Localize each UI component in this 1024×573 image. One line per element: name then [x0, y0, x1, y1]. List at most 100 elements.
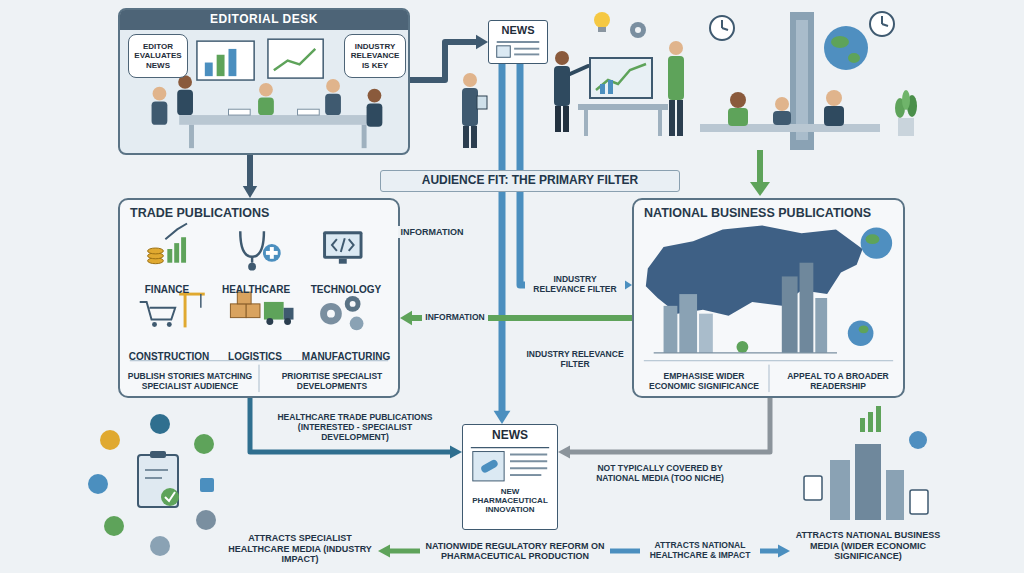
industry-category: MANUFACTURING	[296, 350, 396, 364]
industry-icons-rect	[266, 251, 278, 255]
office-scene-circle	[775, 97, 789, 111]
office-scene-rect	[677, 100, 683, 136]
connector	[378, 545, 420, 558]
office-scene-rect	[471, 126, 477, 148]
national-icon-cluster-rect	[876, 406, 881, 432]
office-scene-rect	[669, 100, 675, 136]
newspaper-art-line	[514, 48, 539, 50]
editorial-scene-polyline	[274, 49, 315, 70]
industry-category: LOGISTICS	[218, 350, 292, 364]
office-scene-rect	[728, 108, 748, 126]
editorial-scene-rect	[298, 109, 320, 115]
industry-icons-path	[240, 231, 264, 256]
outcome-text: ATTRACTS SPECIALIST HEALTHCARE MEDIA (IN…	[222, 532, 378, 566]
office-scene-circle	[826, 90, 842, 106]
editorial-scene-circle	[259, 83, 273, 97]
industry-icons-rect	[230, 304, 246, 318]
edge-label: INDUSTRY RELEVANCE FILTER	[520, 349, 630, 371]
industry-icons-line	[200, 294, 201, 308]
editorial-scene-rect	[367, 103, 383, 126]
industry-icons-line	[251, 257, 253, 263]
national-map-rect	[664, 306, 678, 353]
office-scene-rect	[477, 96, 487, 109]
office-scene	[462, 12, 917, 150]
national-map-rect	[800, 263, 814, 353]
connector	[410, 35, 488, 80]
node-heading: NEWS	[493, 24, 543, 37]
node-heading: NEWS	[467, 429, 553, 443]
editorial-scene-rect	[205, 63, 213, 77]
connector	[400, 311, 632, 325]
office-scene-rect	[824, 106, 844, 126]
industry-category: HEALTHCARE	[216, 283, 296, 297]
industry-icons-circle	[320, 303, 342, 325]
node-heading: PRIORITISE SPECIALIST DEVELOPMENTS	[269, 372, 395, 392]
industry-icons-rect	[323, 231, 362, 258]
office-scene-rect	[554, 66, 570, 106]
industry-icons-circle	[327, 310, 335, 318]
specialist-icon-cluster-circle	[150, 536, 170, 556]
office-scene-circle	[635, 27, 641, 33]
publication-panel: TRADE PUBLICATIONSFINANCEHEALTHCARETECHN…	[118, 198, 400, 398]
connector	[243, 155, 257, 198]
editorial-scene-rect	[177, 90, 193, 115]
specialist-icon-cluster-line	[145, 477, 162, 479]
office-scene-rect	[555, 106, 561, 132]
node-heading: NATIONWIDE REGULATORY REFORM ON PHARMACE…	[422, 541, 608, 562]
office-scene-rect	[590, 58, 652, 98]
office-scene-line	[570, 66, 588, 74]
industry-icons-polyline	[349, 239, 354, 251]
node-heading: INDUSTRY RELEVANCE IS KEY	[348, 42, 402, 70]
editorial-scene-circle	[368, 89, 382, 103]
specialist-icon-cluster-polyline	[165, 492, 175, 501]
office-scene-rect	[578, 104, 668, 110]
specialist-icon-cluster-rect	[150, 451, 166, 458]
node-heading: TECHNOLOGY	[311, 284, 382, 296]
specialist-icon-cluster-rect	[200, 478, 214, 492]
node-heading: NATIONAL BUSINESS PUBLICATIONS	[634, 200, 903, 220]
industry-icons-rect	[246, 304, 260, 318]
connector	[250, 398, 462, 459]
node-heading: EDITORIAL DESK	[120, 10, 408, 30]
office-scene-rect	[608, 80, 613, 94]
newspaper-art-rect	[480, 458, 499, 474]
industry-icons-polyline	[140, 302, 175, 320]
national-map-line	[654, 352, 837, 353]
office-scene-circle	[630, 22, 646, 38]
specialist-icon-cluster	[88, 414, 216, 556]
node-heading: HEALTHCARE	[222, 284, 290, 296]
editorial-scene-rect	[152, 101, 168, 124]
connector-line	[569, 398, 770, 452]
editorial-scene-rect	[325, 94, 341, 115]
industry-icons-line	[184, 294, 187, 327]
office-scene-rect	[462, 88, 478, 126]
national-map-rect	[679, 294, 697, 353]
industry-icons-circle	[345, 296, 361, 312]
editorial-scene-rect	[362, 125, 367, 148]
industry-icons	[120, 200, 398, 396]
national-icon-cluster-rect	[860, 418, 865, 432]
specialist-icon-cluster-circle	[100, 430, 120, 450]
industry-icons-rect	[326, 234, 360, 256]
node-heading: ATTRACTS SPECIALIST HEALTHCARE MEDIA (IN…	[224, 533, 376, 564]
filter-banner: AUDIENCE FIT: THE PRIMARY FILTER	[380, 170, 680, 192]
editorial-scene-rect	[268, 39, 323, 78]
editorial-scene-rect	[228, 109, 250, 115]
industry-icons-rect	[339, 259, 347, 264]
node-heading: ATTRACTS NATIONAL BUSINESS MEDIA (WIDER …	[792, 530, 944, 561]
connector	[494, 64, 511, 424]
industry-icons-polyline	[332, 239, 337, 251]
node-heading: AUDIENCE FIT: THE PRIMARY FILTER	[422, 174, 638, 188]
node-heading: FINANCE	[145, 284, 189, 296]
node-heading: EDITOR EVALUATES NEWS	[132, 42, 184, 70]
edge-label: ATTRACTS NATIONAL HEALTHCARE & IMPACT	[640, 540, 760, 562]
newspaper-art-line	[510, 460, 547, 462]
office-scene-circle	[870, 12, 894, 36]
office-scene-ellipse	[902, 90, 910, 110]
down-arrow	[750, 150, 770, 196]
industry-icons-circle	[167, 322, 172, 327]
national-map-circle	[736, 341, 748, 353]
office-scene-rect	[700, 124, 880, 132]
note-box: APPEAL TO A BROADER READERSHIP	[774, 368, 902, 396]
outcome-text: NATIONWIDE REGULATORY REFORM ON PHARMACE…	[420, 536, 610, 566]
